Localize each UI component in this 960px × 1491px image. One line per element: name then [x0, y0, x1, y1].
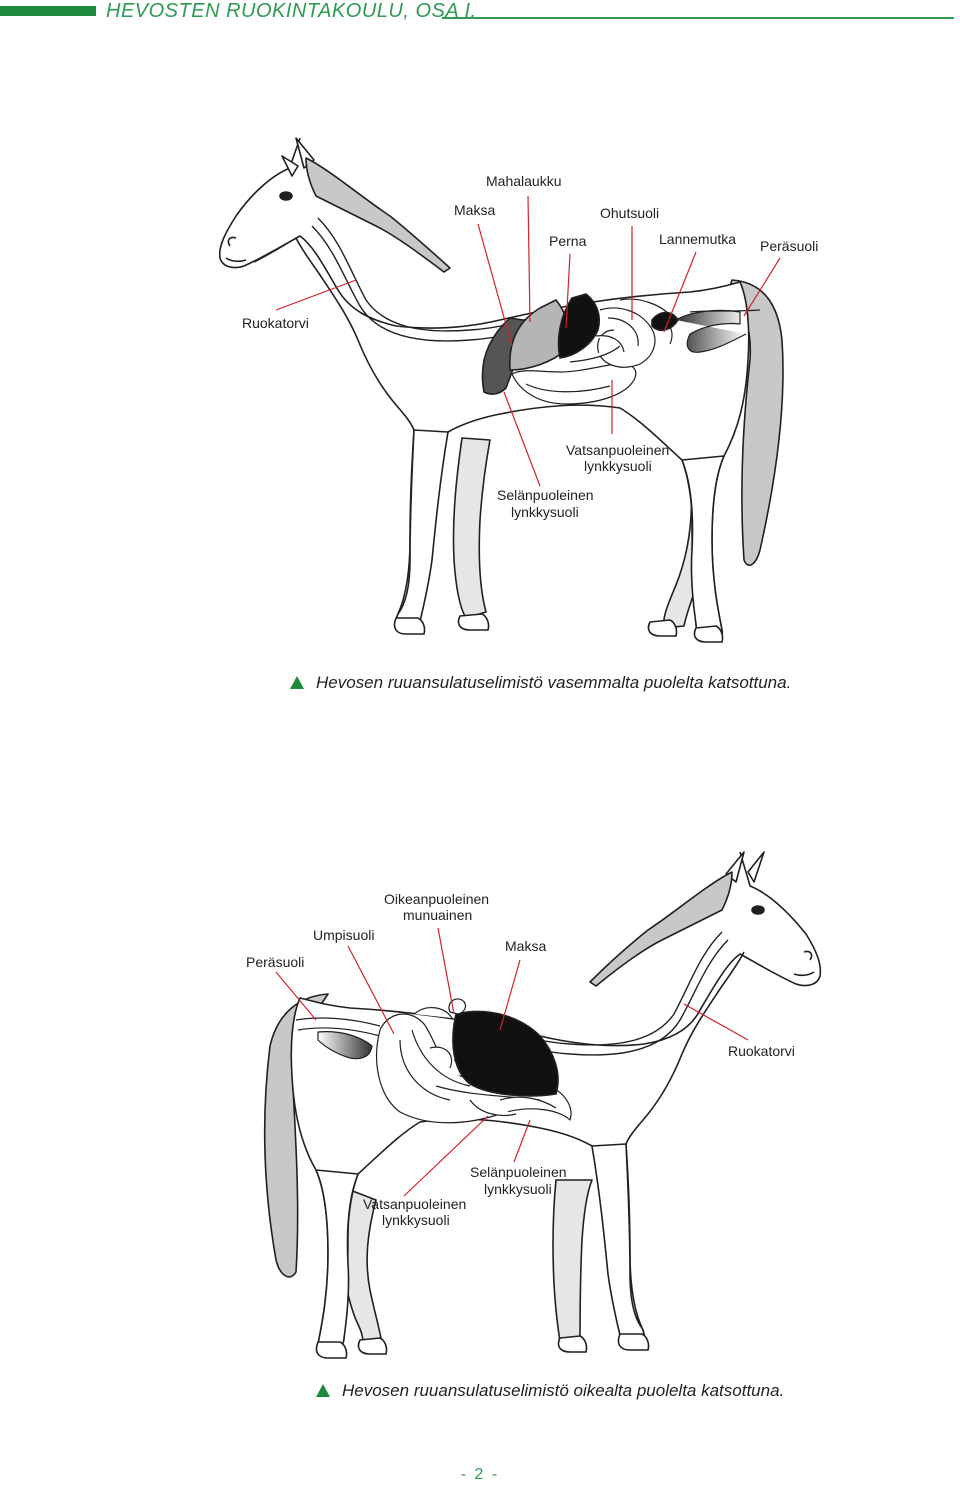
- label-perna: Perna: [549, 233, 587, 249]
- label-perasuoli: Peräsuoli: [760, 238, 818, 254]
- eye: [280, 192, 292, 200]
- triangle-bullet-icon: [316, 1384, 330, 1397]
- horse-left-view: [220, 138, 783, 642]
- caption-top-text: Hevosen ruuansulatuselimistö vasemmalta …: [316, 673, 791, 692]
- label-vatsanpuoleinen: Vatsanpuoleinen: [566, 442, 669, 458]
- caption-top: Hevosen ruuansulatuselimistö vasemmalta …: [290, 673, 791, 693]
- mane: [306, 158, 450, 272]
- label-vatsanpuoleinen: Vatsanpuoleinen: [363, 1196, 466, 1212]
- label-umpisuoli: Umpisuoli: [313, 927, 374, 943]
- hoof: [316, 1342, 346, 1358]
- label-ruokatorvi: Ruokatorvi: [242, 315, 309, 331]
- label-oikeanpuoleinen: Oikeanpuoleinen: [384, 891, 489, 907]
- far-front-leg: [553, 1180, 592, 1344]
- eye: [752, 906, 764, 914]
- label-selanpuoleinen: Selänpuoleinen: [470, 1164, 567, 1180]
- label-perasuoli: Peräsuoli: [246, 954, 304, 970]
- label-selanpuoleinen: Selänpuoleinen: [497, 487, 594, 503]
- label-lannemutka: Lannemutka: [659, 231, 736, 247]
- label-maksa: Maksa: [505, 938, 546, 954]
- hoof: [618, 1334, 648, 1350]
- label-lynkkysuoli: lynkkysuoli: [382, 1212, 450, 1228]
- label-munuainen: munuainen: [403, 907, 472, 923]
- liver: [453, 1011, 558, 1095]
- hoof: [394, 618, 424, 634]
- page-number: - 2 -: [0, 1466, 960, 1484]
- label-lynkkysuoli: lynkkysuoli: [484, 1181, 552, 1197]
- hoof: [694, 626, 722, 642]
- hoof: [358, 1338, 386, 1354]
- label-lynkkysuoli: lynkkysuoli: [584, 458, 652, 474]
- mane: [590, 872, 732, 986]
- ear: [748, 852, 764, 882]
- hoof: [648, 620, 676, 636]
- caption-bottom: Hevosen ruuansulatuselimistö oikealta pu…: [316, 1381, 784, 1401]
- label-ruokatorvi: Ruokatorvi: [728, 1043, 795, 1059]
- label-maksa: Maksa: [454, 202, 495, 218]
- label-mahalaukku: Mahalaukku: [486, 173, 562, 189]
- triangle-bullet-icon: [290, 676, 304, 689]
- hoof: [558, 1336, 586, 1352]
- caption-bottom-text: Hevosen ruuansulatuselimistö oikealta pu…: [342, 1381, 784, 1400]
- far-front-leg: [453, 438, 490, 618]
- label-lynkkysuoli: lynkkysuoli: [511, 504, 579, 520]
- hoof: [458, 614, 488, 630]
- label-ohutsuoli: Ohutsuoli: [600, 205, 659, 221]
